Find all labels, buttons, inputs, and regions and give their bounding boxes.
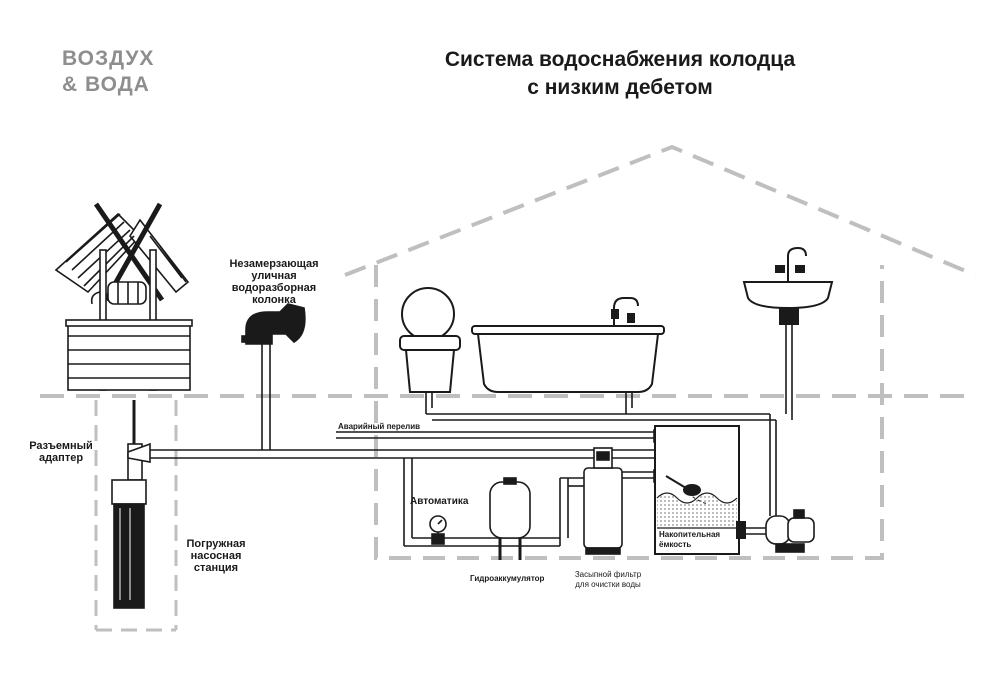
title-line-2: с низким дебетом — [527, 76, 713, 99]
label-tank: Накопительная ёмкость — [659, 530, 735, 550]
label-pump-station-line: Погружная — [186, 538, 246, 550]
label-street-column-line: водоразборная — [231, 282, 317, 294]
sink — [742, 246, 834, 325]
label-filter-line: для очистки воды — [575, 580, 641, 589]
label-adapter-line: Разъемный — [29, 440, 93, 452]
page-title: Система водоснабжения колодца с низким д… — [380, 46, 860, 102]
bathtub — [471, 297, 665, 393]
label-tank-line: ёмкость — [659, 540, 692, 549]
label-adapter-line: адаптер — [38, 452, 84, 464]
house-outline — [344, 144, 976, 560]
label-street-column-line: Незамерзающая — [229, 258, 319, 270]
main-pipe — [150, 449, 655, 459]
label-pump-station-line: станция — [193, 562, 239, 574]
toilet — [399, 287, 461, 393]
surface-pump — [745, 509, 815, 553]
riser-pipes — [425, 324, 793, 516]
brand-line-1: ВОЗДУХ — [62, 47, 155, 70]
label-street-column: Незамерзающая уличная водоразборная коло… — [222, 258, 326, 306]
street-column — [241, 303, 306, 450]
brand-logo: ВОЗДУХ & ВОДА — [62, 46, 202, 98]
brand-line-2: & ВОДА — [62, 73, 150, 96]
well-house — [54, 202, 193, 391]
label-street-column-line: уличная — [251, 270, 297, 282]
label-tank-line: Накопительная — [659, 530, 721, 539]
label-filter-line: Засыпной фильтр — [574, 570, 642, 579]
label-pump-station-line: насосная — [190, 550, 242, 562]
label-adapter: Разъемный адаптер — [20, 440, 102, 464]
title-line-1: Система водоснабжения колодца — [444, 48, 796, 71]
storage-tank — [654, 425, 746, 555]
submersible-pump — [111, 400, 147, 609]
hydro-accumulator — [489, 477, 531, 560]
label-overflow: Аварийный перелив — [338, 422, 421, 431]
pressure-gauge — [429, 515, 447, 545]
water-filter — [583, 447, 623, 555]
label-filter: Засыпной фильтр для очистки воды — [566, 570, 650, 590]
well-shaft — [94, 400, 178, 632]
label-pump-station: Погружная насосная станция — [176, 538, 256, 574]
label-street-column-line: колонка — [252, 294, 296, 306]
label-accumulator: Гидроаккумулятор — [470, 574, 545, 583]
label-automation: Автоматика — [410, 496, 469, 507]
adapter — [127, 442, 151, 463]
